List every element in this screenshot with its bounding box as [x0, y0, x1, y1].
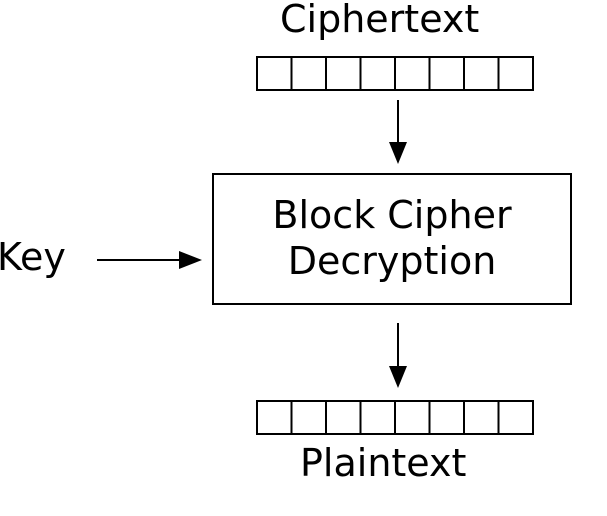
block-cipher-label-line1: Block Cipher [272, 193, 512, 238]
register-cell [463, 56, 500, 91]
register-cell [428, 56, 465, 91]
block-cipher-box-label: Block Cipher Decryption [213, 174, 571, 304]
register-cell [359, 400, 396, 435]
register-cell [497, 56, 534, 91]
register-cell [428, 400, 465, 435]
register-cell [290, 56, 327, 91]
register-cell [497, 400, 534, 435]
register-cell [256, 56, 293, 91]
ciphertext-label: Ciphertext [280, 0, 480, 41]
key-label: Key [0, 235, 66, 279]
ciphertext-register [256, 56, 534, 91]
register-cell [290, 400, 327, 435]
plaintext-register [256, 400, 534, 435]
arrowhead-block-to-plaintext [389, 366, 407, 388]
register-cell [325, 400, 362, 435]
arrowhead-key-to-block [179, 251, 202, 269]
register-cell [463, 400, 500, 435]
block-cipher-label-line2: Decryption [287, 239, 497, 283]
block-cipher-box [212, 173, 572, 305]
register-cell [394, 400, 431, 435]
register-cell [325, 56, 362, 91]
register-cell [359, 56, 396, 91]
plaintext-label: Plaintext [300, 441, 467, 485]
register-cell [394, 56, 431, 91]
register-cell [256, 400, 293, 435]
arrowhead-ciphertext-to-block [389, 142, 407, 164]
